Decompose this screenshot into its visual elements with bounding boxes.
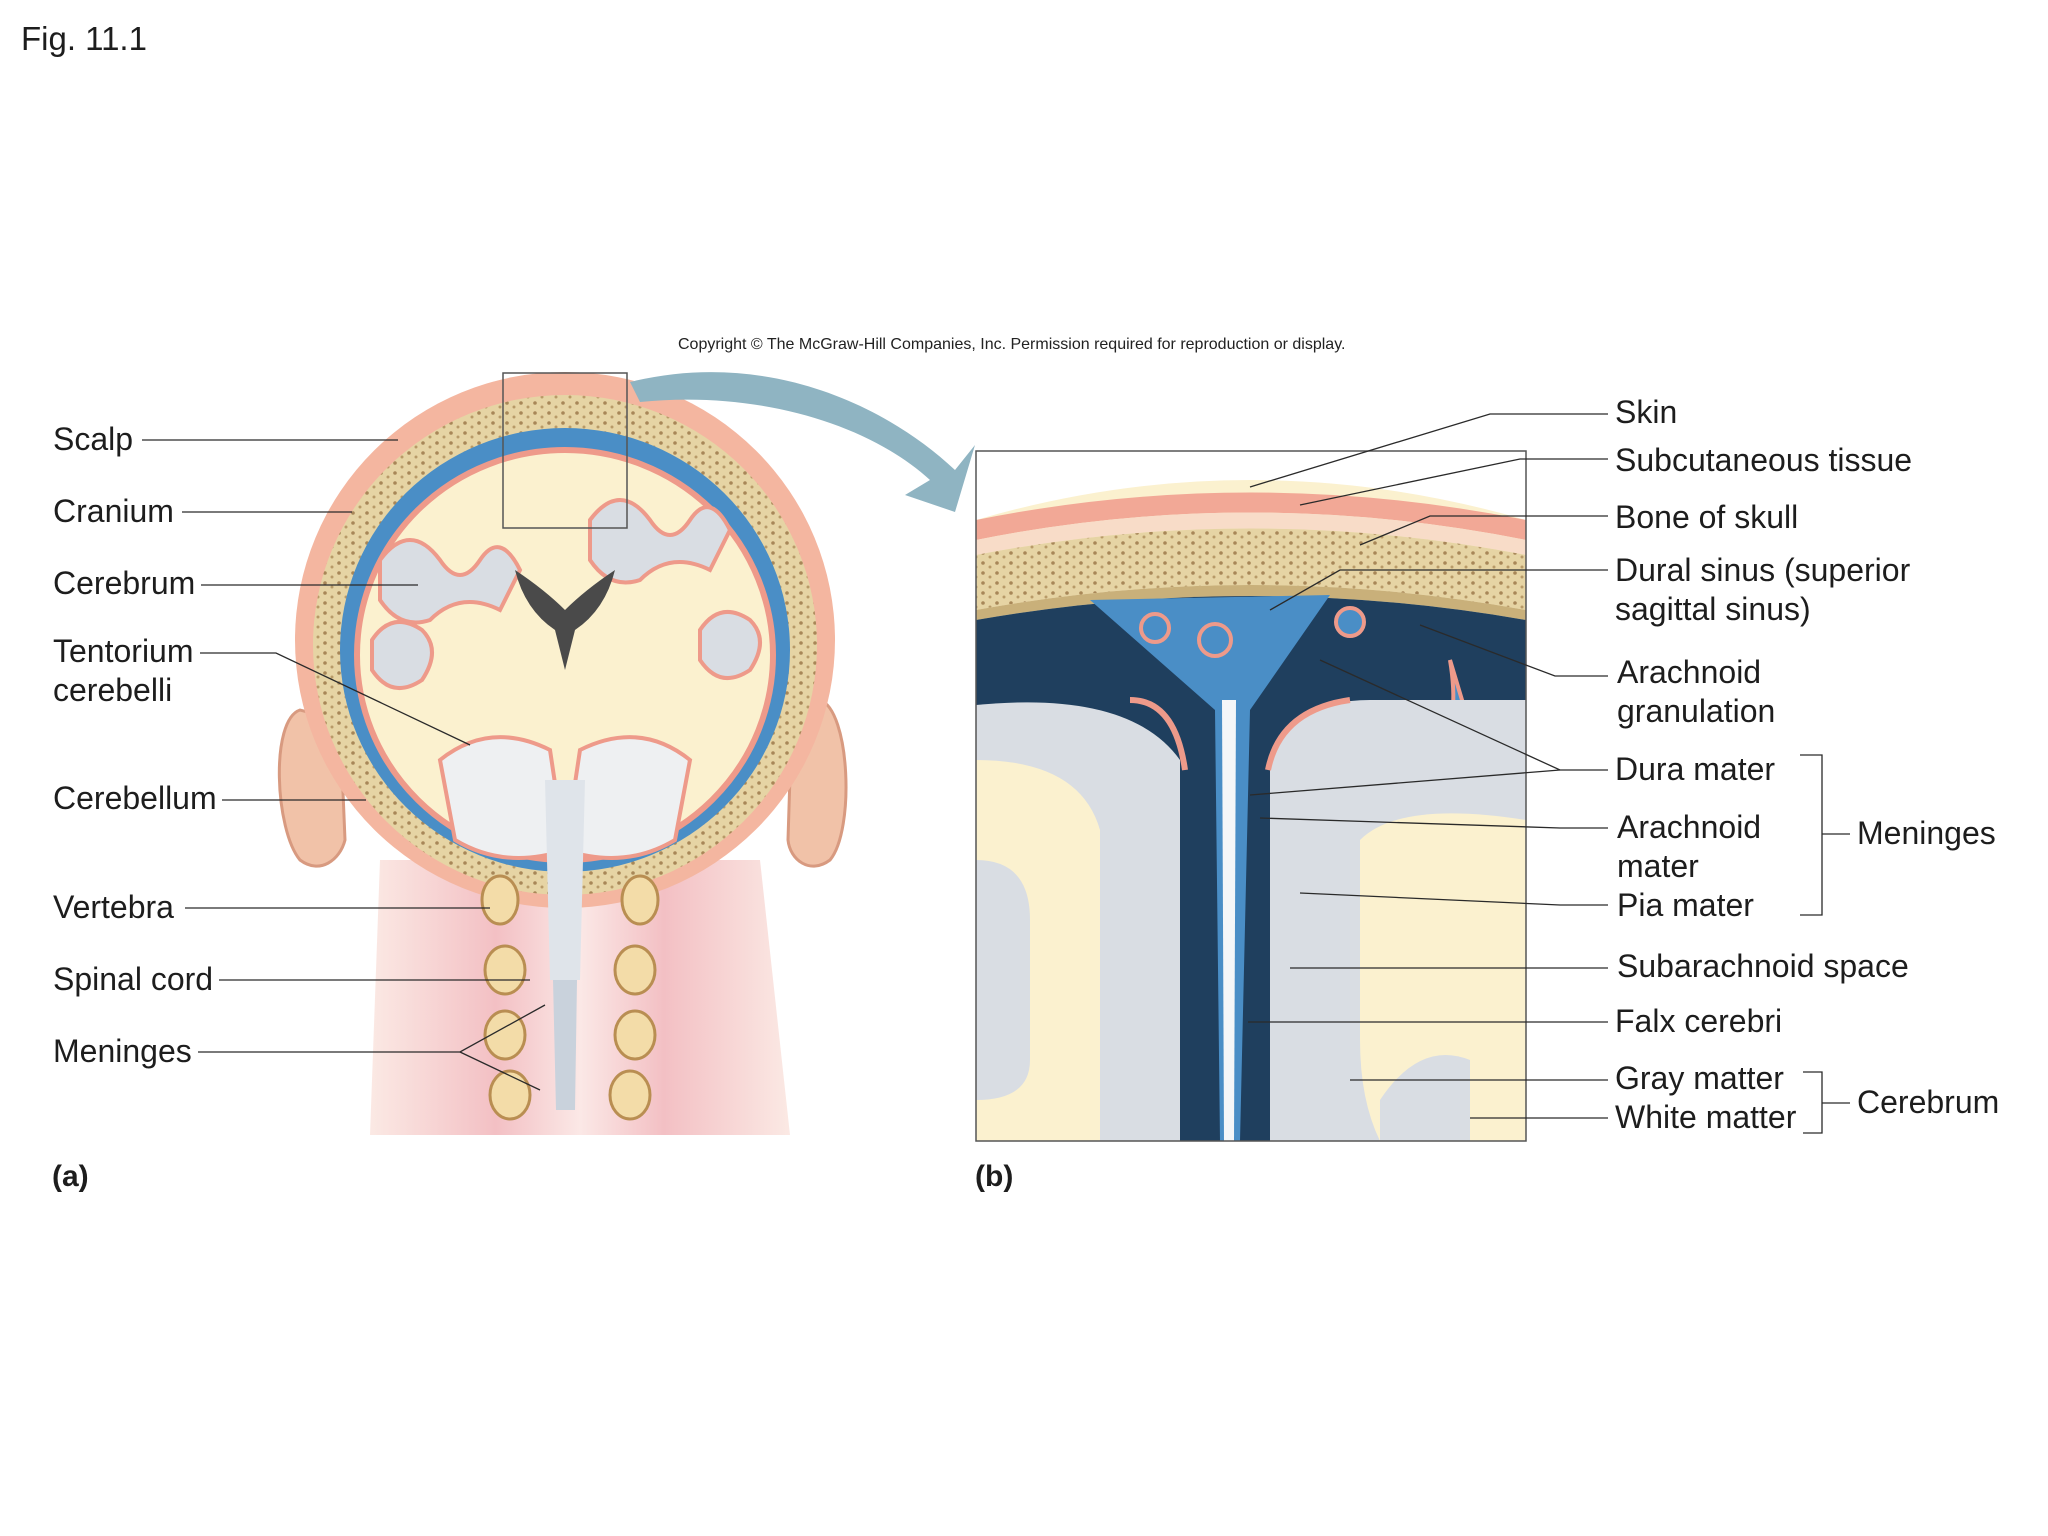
zoom-arrow	[630, 372, 975, 512]
label-meninges-a: Meninges	[53, 1033, 192, 1069]
label-arachnoid-granulation-line2: granulation	[1617, 693, 1776, 729]
label-bone-of-skull: Bone of skull	[1615, 499, 1799, 535]
label-arachnoid-mater-line1: Arachnoid	[1617, 809, 1762, 845]
figure-title: Fig. 11.1	[21, 20, 147, 57]
head-coronal-section	[277, 372, 848, 1135]
panel-b-tag: (b)	[975, 1160, 1014, 1193]
label-gray-matter: Gray matter	[1615, 1060, 1784, 1096]
label-cerebrum-group: Cerebrum	[1857, 1084, 2000, 1120]
copyright-notice: Copyright © The McGraw-Hill Companies, I…	[678, 336, 1346, 353]
leader-lines	[142, 413, 1850, 1134]
label-arachnoid-granulation-line1: Arachnoid	[1617, 654, 1762, 690]
meninges-detail-section	[976, 451, 1526, 1141]
label-pia-mater: Pia mater	[1617, 887, 1754, 923]
label-tentorium-line2: cerebelli	[53, 672, 173, 708]
label-scalp: Scalp	[53, 421, 134, 457]
label-cranium: Cranium	[53, 493, 174, 529]
label-meninges-group: Meninges	[1857, 815, 1996, 851]
label-tentorium-line1: Tentorium	[53, 633, 194, 669]
label-dural-sinus-line2: sagittal sinus)	[1615, 591, 1811, 627]
label-spinal-cord: Spinal cord	[53, 961, 214, 997]
label-skin: Skin	[1615, 394, 1678, 430]
label-vertebra: Vertebra	[53, 889, 174, 925]
label-arachnoid-mater-line2: mater	[1617, 848, 1699, 884]
panel-a-tag: (a)	[52, 1160, 89, 1193]
label-subcutaneous: Subcutaneous tissue	[1615, 442, 1913, 478]
label-dura-mater: Dura mater	[1615, 751, 1776, 787]
label-white-matter: White matter	[1615, 1099, 1797, 1135]
label-dural-sinus-line1: Dural sinus (superior	[1615, 552, 1911, 588]
label-subarachnoid-space: Subarachnoid space	[1617, 948, 1909, 984]
label-falx-cerebri: Falx cerebri	[1615, 1003, 1783, 1039]
label-cerebellum: Cerebellum	[53, 780, 217, 816]
label-cerebrum-a: Cerebrum	[53, 565, 196, 601]
